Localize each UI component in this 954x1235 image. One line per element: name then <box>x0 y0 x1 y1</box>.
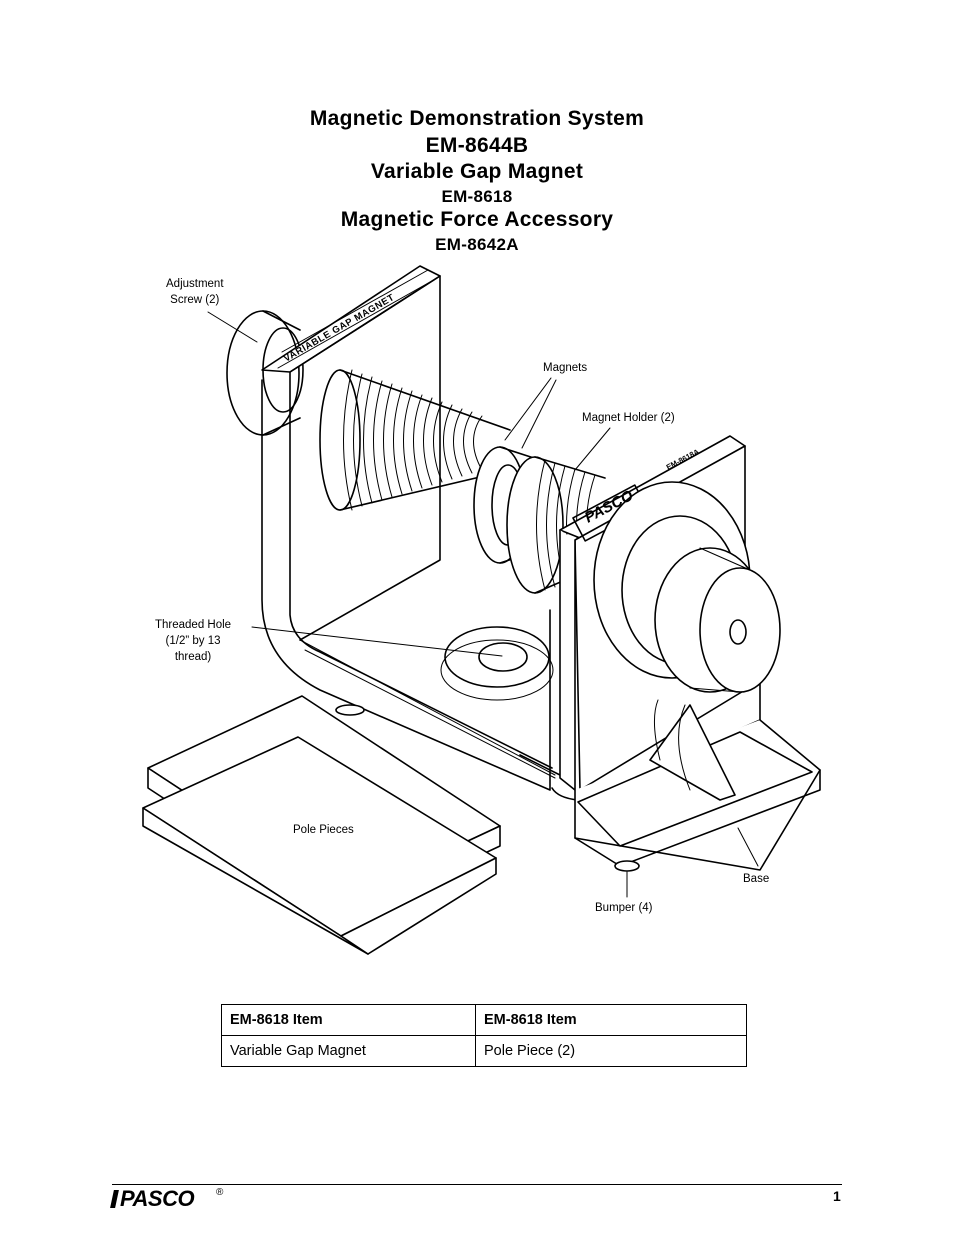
registered-mark: ® <box>216 1187 224 1198</box>
logo-text: PASCO <box>120 1186 195 1211</box>
table-cell: Pole Piece (2) <box>475 1035 747 1067</box>
callout-base: Base <box>743 873 770 885</box>
embossed-variable-gap-magnet: VARIABLE GAP MAGNET <box>282 292 397 365</box>
table-header-cell: EM-8618 Item <box>475 1004 747 1036</box>
callout-bumper: Bumper (4) <box>595 902 653 914</box>
callout-adjustment-screw: Adjustment Screw (2) <box>166 278 224 306</box>
logo-bar-icon <box>110 1190 119 1208</box>
document-title-block: Magnetic Demonstration System EM-8644B V… <box>0 106 954 255</box>
title-line-2: EM-8644B <box>425 133 529 157</box>
front-base-drawing <box>574 699 821 871</box>
callout-magnets: Magnets <box>543 362 588 374</box>
front-magnet-holder-drawing <box>593 481 781 693</box>
callout-magnet-holder: Magnet Holder (2) <box>582 412 675 424</box>
back-adjustment-screw-drawing <box>226 310 304 436</box>
table-header-cell: EM-8618 Item <box>221 1004 476 1036</box>
title-line-6: EM-8642A <box>435 235 519 254</box>
callout-pole-pieces: Pole Pieces <box>293 824 354 836</box>
title-line-3: Variable Gap Magnet <box>370 160 584 183</box>
title-line-4: EM-8618 <box>441 186 513 206</box>
yoke-drawing <box>261 265 761 801</box>
title-line-1: Magnetic Demonstration System <box>309 107 645 130</box>
coil-left-drawing <box>319 369 511 511</box>
pole-pieces-drawing <box>142 695 501 955</box>
callout-threaded-hole: Threaded Hole (1/2” by 13 thread) <box>155 619 232 663</box>
page-number: 1 <box>833 1188 841 1204</box>
footer-rule <box>112 1184 842 1185</box>
bumpers-drawing <box>335 704 640 872</box>
table-header-row: EM-8618 Item EM-8618 Item <box>221 1004 747 1036</box>
title-line-5: Magnetic Force Accessory <box>340 207 614 231</box>
apparatus-illustration: VARIABLE GAP MAGNET EM-8618A PASCO <box>142 265 821 955</box>
table-cell: Variable Gap Magnet <box>221 1035 476 1067</box>
threaded-hole-drawing <box>440 626 554 701</box>
table-row: Variable Gap Magnet Pole Piece (2) <box>221 1035 747 1067</box>
pasco-logo: PASCO <box>110 1186 195 1212</box>
leader-lines <box>207 311 759 898</box>
items-table: EM-8618 Item EM-8618 Item Variable Gap M… <box>221 1004 747 1067</box>
